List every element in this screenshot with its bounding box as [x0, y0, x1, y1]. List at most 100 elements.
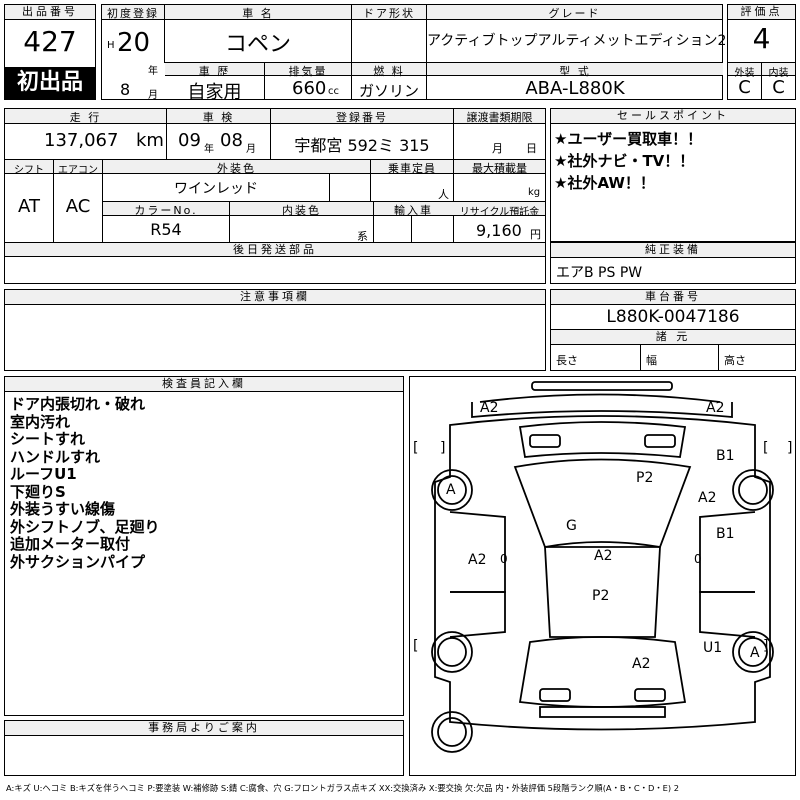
first-reg-label: 初度登録 [107, 7, 159, 20]
ext-color-label: 外装色 [217, 162, 256, 175]
vehicle-detail-table [4, 108, 546, 284]
ac-label: エアコン [58, 165, 98, 176]
dimensions-label: 諸 元 [551, 330, 795, 345]
vehicle-header-table [101, 4, 723, 100]
mark-right-side-bracket-end: ] [787, 440, 793, 456]
color-no: R54 [150, 220, 182, 239]
equipment-label: 純正装備 [551, 243, 795, 258]
capacity-label: 乗車定員 [388, 162, 436, 175]
sales-point: ★社外AW！！ [554, 174, 655, 192]
mark-left-bracket-bottom: [ [413, 638, 419, 654]
mark-glass: G [566, 518, 577, 534]
score: 4 [752, 22, 771, 55]
first-listing-badge: 初出品 [5, 67, 95, 99]
inspector-note: 下廻りS [10, 482, 66, 501]
mark-front-left: A2 [480, 400, 499, 416]
int-color-unit: 系 [357, 230, 368, 243]
width-label: 幅 [646, 354, 657, 367]
inspector-note: 外サクションパイプ [10, 552, 146, 571]
fuel-label: 燃 料 [373, 65, 405, 78]
plate-label: 登録番号 [336, 111, 388, 124]
inspector-note: 外シフトノブ、足廻り [10, 517, 160, 536]
max-load-unit: kg [528, 187, 541, 198]
inspector-note: 追加メーター取付 [10, 535, 131, 553]
mark-p2-mid: P2 [592, 588, 610, 604]
model-label: 型 式 [559, 65, 591, 78]
office-box [4, 720, 404, 776]
mark-right-bracket-top: ] [440, 440, 446, 456]
mark-rr-tire: A [750, 645, 760, 661]
inspector-note: ハンドルすれ [10, 447, 101, 466]
mileage-label: 走 行 [69, 111, 102, 124]
office-label: 事務局よりご案内 [5, 721, 403, 736]
sales-points-box [550, 108, 796, 242]
history: 自家用 [187, 82, 242, 103]
parts-label: 後日発送部品 [5, 243, 545, 257]
first-reg-month: 8 [120, 80, 131, 99]
ext-grade-label: 外装 [734, 68, 755, 79]
ext-grade: C [738, 77, 751, 98]
lot-number-label: 出品番号 [5, 5, 95, 20]
inspection-year-unit: 年 [204, 144, 214, 155]
capacity-unit: 人 [438, 188, 449, 201]
mark-right-0: 0 [694, 552, 702, 566]
caution-label: 注意事項欄 [5, 290, 545, 305]
transfer-label: 譲渡書類期限 [466, 111, 533, 124]
mark-left-a2: A2 [468, 552, 487, 568]
inspector-box [4, 376, 404, 716]
first-reg-year: 20 [117, 28, 151, 58]
inspection-label: 車 検 [202, 111, 235, 124]
sales-label: セールスポイント [551, 109, 795, 124]
int-grade-label: 内装 [768, 68, 789, 79]
int-grade: C [772, 77, 785, 98]
length-label: 長さ [556, 354, 578, 367]
equipment: エアB PS PW [556, 265, 643, 281]
inspector-note: シートすれ [10, 430, 86, 448]
year-unit: 年 [148, 66, 158, 77]
color-no-label: カラーNo. [134, 204, 198, 217]
shift-label: シフト [14, 165, 44, 176]
history-label: 車 歴 [198, 65, 231, 78]
mark-rf-a2: A2 [698, 490, 717, 506]
transfer-month-unit: 月 [492, 142, 503, 155]
fuel: ガソリン [358, 82, 419, 100]
lot-number-box: 出品番号 427 初出品 [4, 4, 96, 100]
transfer-day-unit: 日 [526, 142, 537, 155]
mark-right-side-bracket-top: [ [763, 440, 769, 456]
mark-front-right: A2 [706, 400, 725, 416]
max-load-label: 最大積載量 [472, 162, 527, 175]
inspection-month-unit: 月 [246, 144, 256, 155]
mark-center-a2: A2 [594, 548, 613, 564]
month-unit: 月 [148, 90, 158, 101]
height-label: 高さ [724, 354, 746, 367]
chassis-box [550, 289, 796, 371]
car-name: コペン [224, 32, 291, 57]
mark-p2-top: P2 [636, 470, 654, 486]
chassis-label: 車台番号 [551, 290, 795, 305]
model: ABA-L880K [525, 78, 625, 99]
plate-number: 宇都宮 592ミ 315 [294, 136, 430, 155]
mark-rear-a2: A2 [632, 656, 651, 672]
mark-right-bracket-bottom: ] [763, 638, 769, 654]
inspector-note: 室内汚れ [10, 412, 71, 431]
ac: AC [65, 196, 91, 217]
inspection-month: 08 [220, 130, 243, 151]
mileage: 137,067 [44, 130, 119, 151]
displacement-unit: cc [328, 86, 339, 97]
grade: アクティブトップアルティメットエディション2 [427, 33, 727, 49]
inspector-note: 外装うすい線傷 [10, 500, 116, 518]
sales-points-list: ★ユーザー買取車！！★社外ナビ・TV！！★社外AW！！ [554, 128, 702, 194]
recycle-unit: 円 [530, 228, 541, 241]
recycle-amount: 9,160 [476, 221, 522, 240]
door-label: ドア形状 [363, 7, 415, 20]
damage-diagram-box [409, 376, 796, 776]
era: H [107, 40, 115, 51]
import-label: 輸入車 [394, 204, 433, 217]
inspection-year: 09 [178, 130, 201, 151]
grade-label: グレード [548, 7, 601, 20]
recycle-label: リサイクル預託金 [459, 207, 540, 218]
car-name-label: 車 名 [242, 7, 274, 20]
equipment-box [550, 242, 796, 284]
score-label: 評価点 [728, 5, 795, 20]
